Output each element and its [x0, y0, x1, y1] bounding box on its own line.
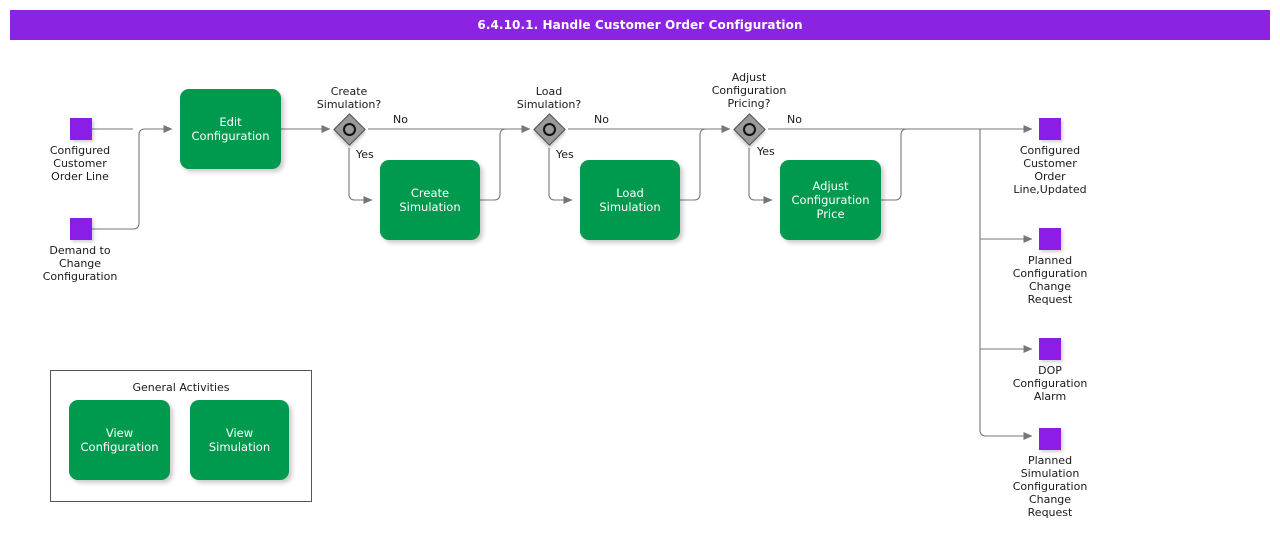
data-object-icon-demand-to-change-configuration[interactable] [70, 218, 92, 240]
label-planned-simulation-configuration-change-request: Planned Simulation Configuration Change … [1012, 454, 1088, 519]
edge-label-gateway1-yes: Yes [356, 148, 374, 161]
label-dop-configuration-alarm: DOP Configuration Alarm [1012, 364, 1088, 403]
task-create-simulation[interactable]: Create Simulation [380, 160, 480, 240]
task-create-simulation-label: Create Simulation [399, 186, 461, 214]
gateway-inclusive-ring-icon [342, 122, 356, 136]
data-object-icon-planned-configuration-change-request[interactable] [1039, 228, 1061, 250]
label-demand-to-change-configuration: Demand to Change Configuration [42, 244, 118, 283]
data-object-icon-planned-simulation-configuration-change-request[interactable] [1039, 428, 1061, 450]
gateway-adjust-configuration-pricing-label: Adjust Configuration Pricing? [711, 71, 787, 110]
general-activities-title: General Activities [132, 381, 230, 394]
diagram-title-bar: 6.4.10.1. Handle Customer Order Configur… [10, 10, 1270, 40]
flow-adjust-price-rejoin [881, 128, 960, 201]
data-object-icon-configured-customer-order-line[interactable] [70, 118, 92, 140]
label-configured-customer-order-line-updated: Configured Customer Order Line,Updated [1013, 144, 1087, 196]
edge-label-gateway1-no: No [393, 113, 408, 126]
gateway-load-simulation[interactable] [533, 113, 566, 146]
task-view-simulation-label: View Simulation [208, 426, 271, 454]
task-adjust-configuration-price[interactable]: Adjust Configuration Price [780, 160, 881, 240]
label-planned-configuration-change-request: Planned Configuration Change Request [1012, 254, 1088, 306]
edge-label-gateway2-yes: Yes [556, 148, 574, 161]
gateway-inclusive-ring-icon [742, 122, 756, 136]
data-object-icon-dop-configuration-alarm[interactable] [1039, 338, 1061, 360]
task-edit-configuration[interactable]: Edit Configuration [180, 89, 281, 169]
task-edit-configuration-label: Edit Configuration [191, 115, 270, 143]
task-view-configuration-label: View Configuration [80, 426, 159, 454]
label-configured-customer-order-line: Configured Customer Order Line [49, 144, 111, 183]
gateway-adjust-configuration-pricing[interactable] [733, 113, 766, 146]
page-title: 6.4.10.1. Handle Customer Order Configur… [477, 18, 803, 32]
task-view-configuration[interactable]: View Configuration [69, 400, 170, 480]
task-adjust-configuration-price-label: Adjust Configuration Price [791, 179, 870, 221]
flow-create-simulation-rejoin [480, 128, 530, 201]
gateway-inclusive-ring-icon [542, 122, 556, 136]
edge-label-gateway3-no: No [787, 113, 802, 126]
gateway-create-simulation[interactable] [333, 113, 366, 146]
gateway-load-simulation-label: Load Simulation? [516, 85, 582, 111]
task-load-simulation-label: Load Simulation [599, 186, 661, 214]
data-object-icon-configured-customer-order-line-updated[interactable] [1039, 118, 1061, 140]
edge-label-gateway2-no: No [594, 113, 609, 126]
edge-label-gateway3-yes: Yes [757, 145, 775, 158]
task-load-simulation[interactable]: Load Simulation [580, 160, 680, 240]
gateway-create-simulation-label: Create Simulation? [316, 85, 382, 111]
flow-load-simulation-rejoin [680, 128, 730, 201]
task-view-simulation[interactable]: View Simulation [190, 400, 289, 480]
